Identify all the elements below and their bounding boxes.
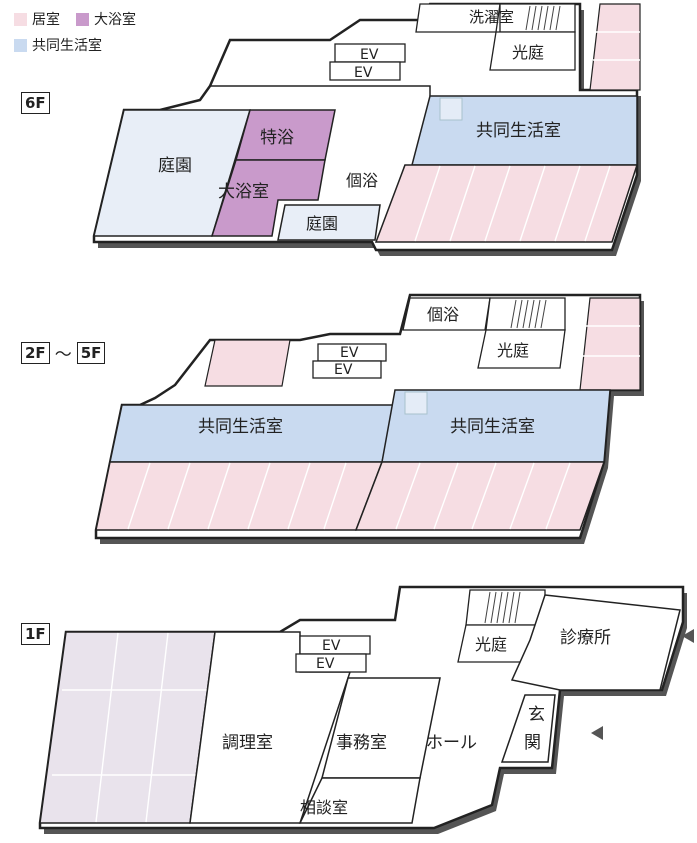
corridor-line-6f [210, 85, 431, 96]
stair-lines-6f [525, 5, 561, 31]
legend-label: 大浴室 [94, 12, 136, 28]
large-bath-6f [210, 159, 326, 237]
label-ev1-1f: EV [322, 638, 341, 654]
floor-tag-1f-label: 1F [21, 623, 50, 645]
legend-item-large-bath: 大浴室 [76, 9, 136, 29]
ev-box-2-2f5f [312, 360, 382, 379]
label-common-room-6f: 共同生活室 [476, 121, 561, 141]
legend-swatch-common-room [14, 38, 27, 52]
private-rooms-top-right-6f [589, 3, 641, 91]
floor-tag-6f-label: 6F [21, 92, 50, 114]
label-garden-left-6f: 庭園 [158, 156, 192, 176]
label-ev2-2f5f: EV [334, 362, 353, 378]
clinic-1f [510, 594, 681, 691]
courtyard-6f [489, 31, 576, 71]
consultation-room-1f [298, 777, 421, 824]
floor-6f: 洗濯室 光庭 EV EV 特浴 庭園 大浴室 個浴 庭園 共同生活室 [92, 2, 641, 256]
label-individual-bath-6f: 個浴 [346, 171, 378, 190]
individual-bath-2f5f [402, 297, 491, 331]
label-special-bath-6f: 特浴 [260, 128, 294, 148]
label-large-bath-6f: 大浴室 [218, 182, 269, 202]
label-courtyard-2f5f: 光庭 [497, 341, 529, 360]
legend: 居室 大浴室 共同生活室 [14, 6, 152, 58]
floor-tag-2f-5f: 2F 〜 5F [21, 340, 106, 365]
label-ev1-6f: EV [360, 47, 379, 63]
label-ev2-6f: EV [354, 65, 373, 81]
floor-tag-tilde: 〜 [54, 345, 72, 365]
legend-row-2: 共同生活室 [14, 32, 152, 58]
stair-lines-2f5f [510, 299, 547, 329]
label-laundry-6f: 洗濯室 [469, 8, 514, 26]
label-kitchen-1f: 調理室 [222, 733, 273, 753]
ev-box-2-6f [329, 61, 401, 81]
label-courtyard-1f: 光庭 [475, 635, 507, 654]
private-rooms-right-2f5f [354, 461, 606, 531]
courtyard-2f5f [477, 329, 566, 369]
label-ev2-1f: EV [316, 656, 335, 672]
label-consultation-1f: 相談室 [300, 798, 348, 817]
label-courtyard-6f: 光庭 [512, 43, 544, 62]
floor-tag-6f: 6F [21, 92, 50, 114]
floor-tag-2f-label: 2F [21, 341, 50, 364]
legend-item-common-room: 共同生活室 [14, 35, 102, 55]
legend-row-1: 居室 大浴室 [14, 6, 152, 32]
private-room-dividers-6f [414, 165, 611, 242]
label-individual-bath-2f5f: 個浴 [427, 305, 459, 324]
entrance-1f [500, 694, 556, 763]
floor-2f-5f: 個浴 光庭 EV EV 共同生活室 共同生活室 [94, 293, 644, 544]
label-entrance-1-1f: 玄 [528, 705, 545, 725]
floor-tag-5f-label: 5F [76, 341, 106, 364]
private-rooms-top-right-2f5f [579, 297, 641, 391]
legend-label: 居室 [32, 12, 60, 28]
legend-swatch-private-room [14, 12, 27, 26]
private-rooms-6f [374, 164, 639, 243]
label-hall-1f: ホール [426, 733, 477, 753]
private-room-top-left-2f5f [204, 339, 291, 387]
legend-item-private-room: 居室 [14, 9, 60, 29]
label-common-room-right-2f5f: 共同生活室 [450, 417, 535, 437]
private-room-dividers-2f5f [127, 462, 571, 530]
label-clinic-1f: 診療所 [560, 628, 611, 648]
legend-swatch-large-bath [76, 12, 89, 26]
label-office-1f: 事務室 [336, 733, 387, 753]
left-room-dividers-1f [52, 632, 210, 823]
label-ev1-2f5f: EV [340, 345, 359, 361]
label-garden-small-6f: 庭園 [306, 214, 338, 233]
label-common-room-left-2f5f: 共同生活室 [198, 417, 283, 437]
left-rooms-1f [39, 631, 216, 824]
floor-1f: EV EV 光庭 診療所 調理室 事務室 ホール 玄 関 相談室 [38, 585, 694, 834]
legend-label: 共同生活室 [32, 38, 102, 54]
arrow-entrance-icon [591, 726, 603, 740]
floor-tag-1f: 1F [21, 623, 50, 645]
ev-box-2-1f [295, 653, 367, 673]
arrow-clinic-icon [682, 629, 694, 643]
garden-small-6f [277, 204, 381, 241]
stair-lines-1f [484, 591, 521, 624]
label-entrance-2-1f: 関 [524, 733, 541, 753]
